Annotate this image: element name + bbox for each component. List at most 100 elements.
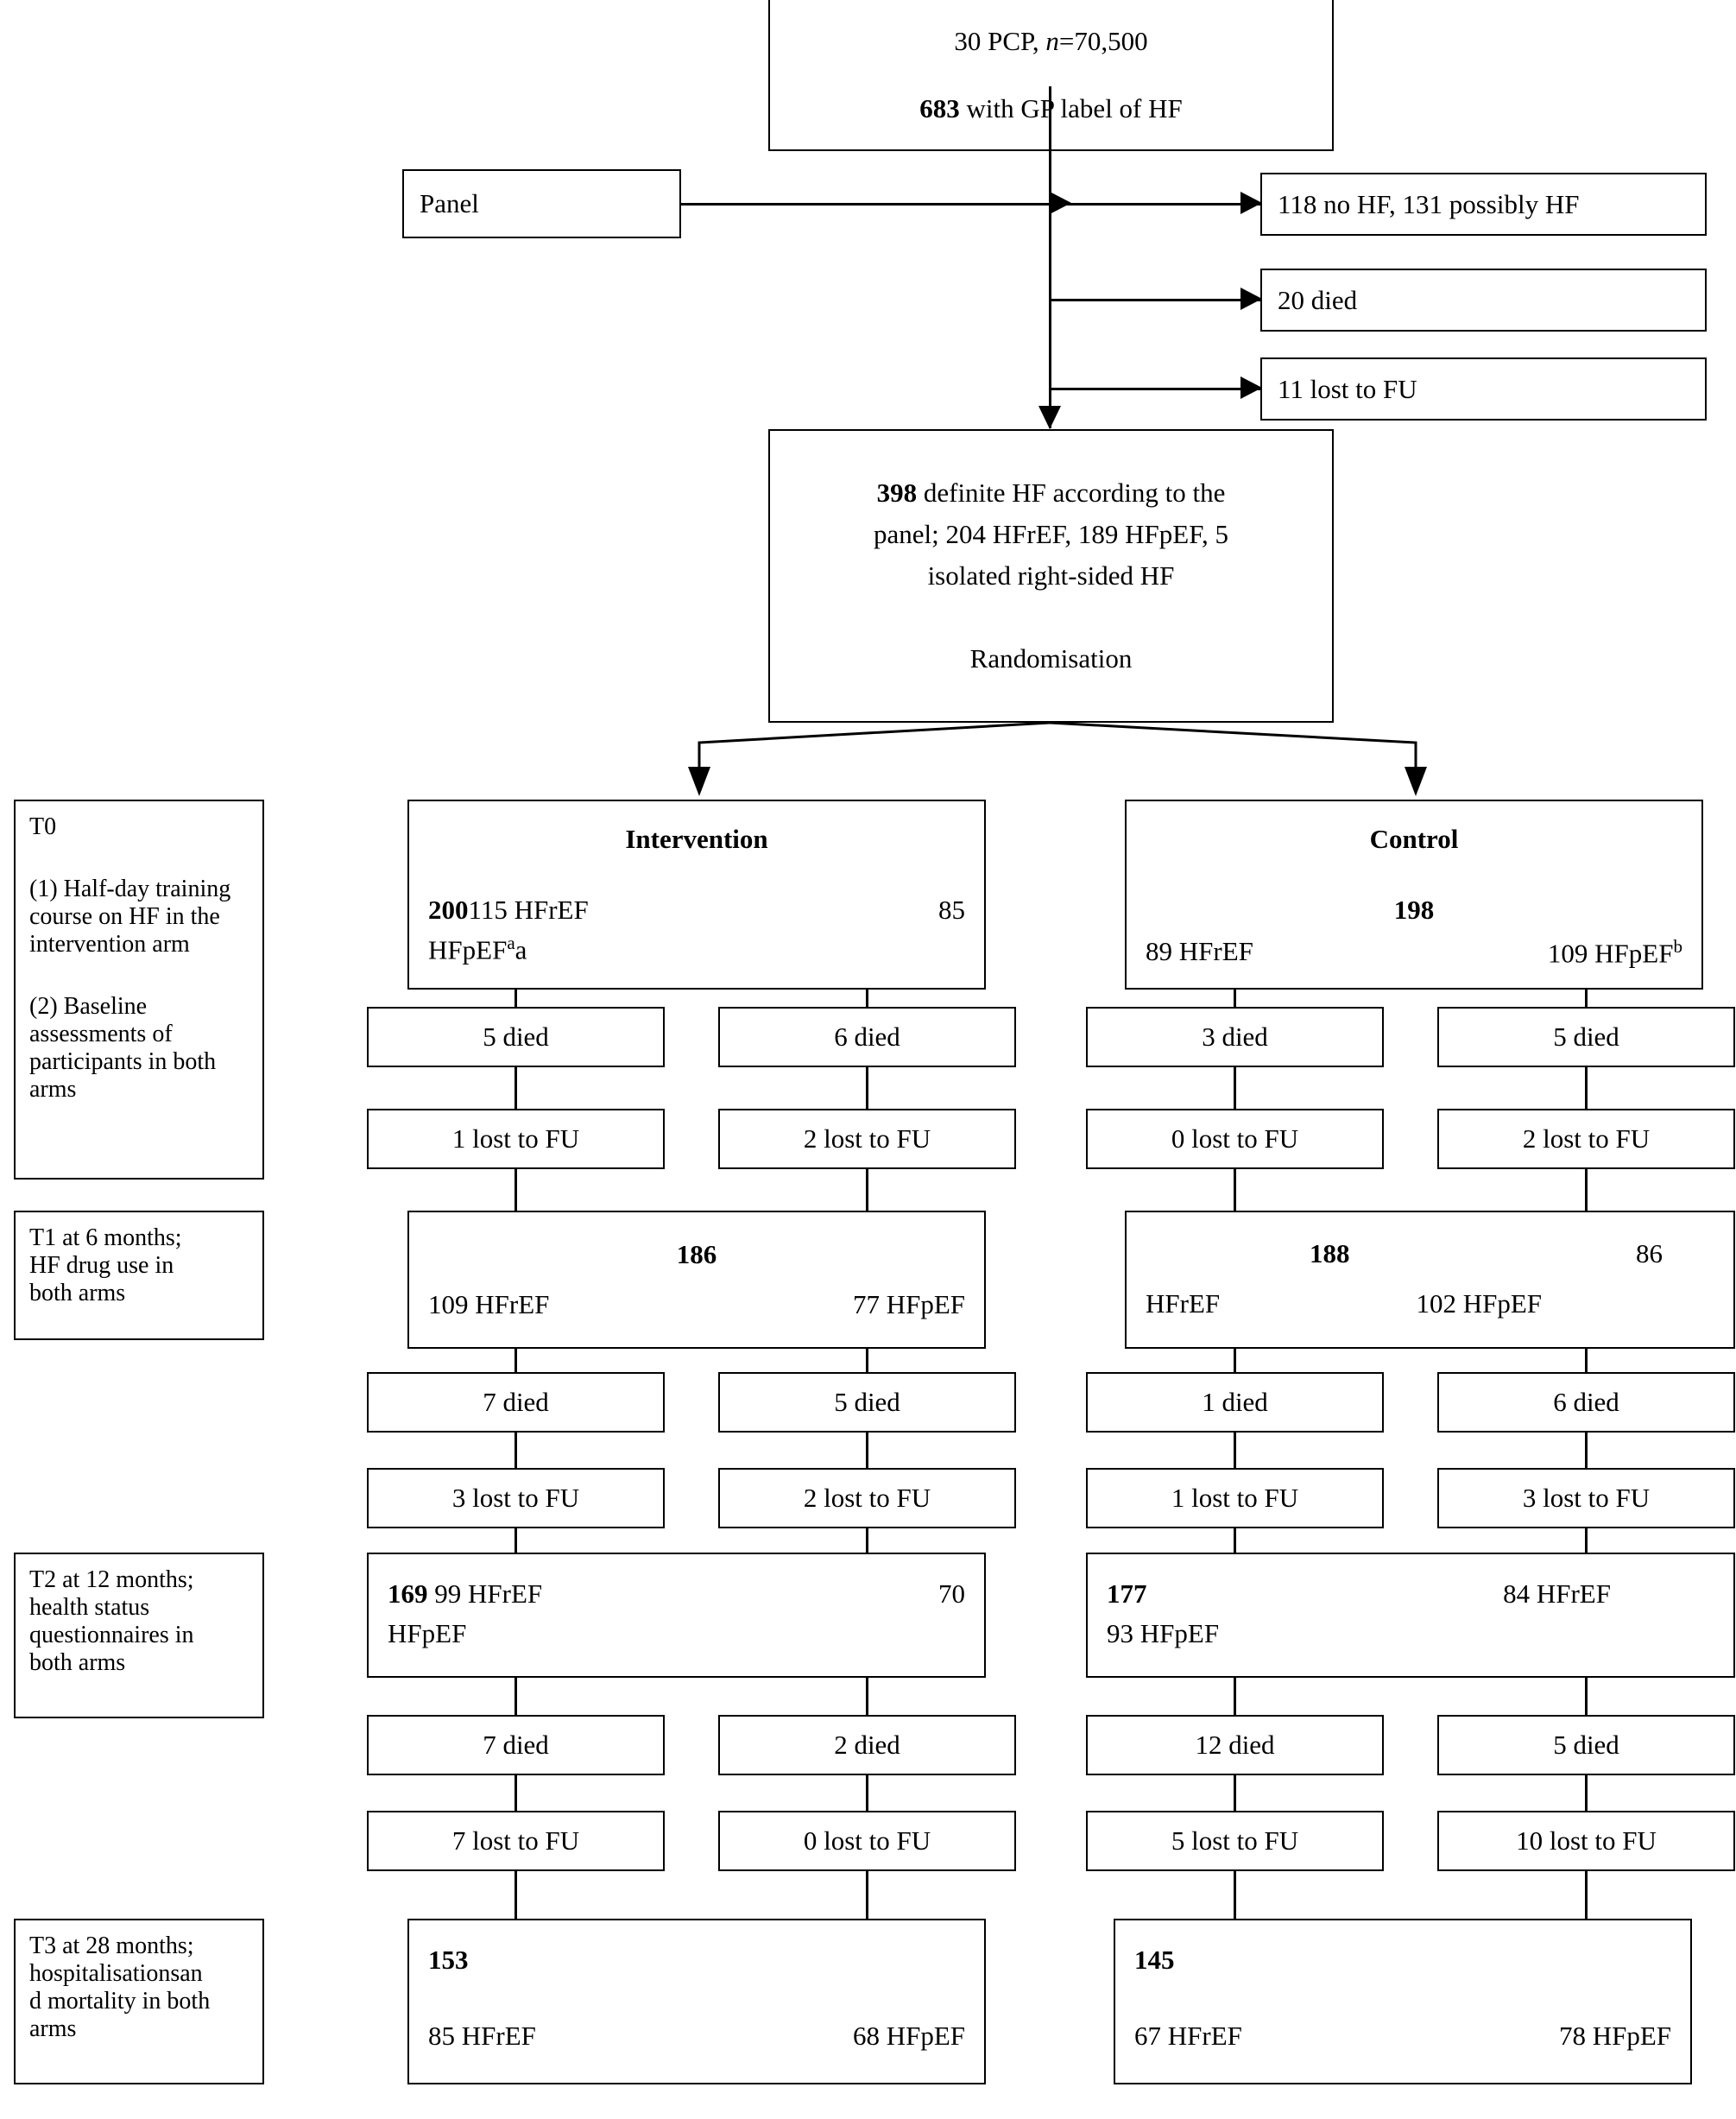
int-conn-l2 — [514, 1066, 517, 1110]
int-conn-l9 — [514, 1869, 517, 1920]
control-attr1-0: 3 died — [1202, 1022, 1268, 1052]
arrow-panel-into-trunk — [1050, 192, 1071, 214]
timepoint-t0-line-1: course on HF in the — [29, 903, 220, 930]
intervention-attr1-3: 2 lost to FU — [803, 1123, 931, 1154]
arrow-excl-1 — [1240, 288, 1262, 310]
intervention-lost-1-right: 2 lost to FU — [718, 1109, 1016, 1169]
intervention-t1-right: 77 HFpEF — [852, 1289, 965, 1319]
intervention-t3-box: 153 85 HFrEF 68 HFpEF — [407, 1919, 986, 2084]
intervention-t0-right: 85 — [938, 895, 965, 925]
ctl-conn-r5 — [1585, 1431, 1588, 1470]
timepoint-t0-line-4: (2) Baseline — [29, 993, 148, 1020]
timepoint-t1-line-0: HF drug use in — [29, 1252, 174, 1279]
definite-line-2: panel; 204 HFrEF, 189 HFpEF, 5 — [874, 519, 1228, 549]
intervention-t2-right: 70 — [938, 1578, 965, 1609]
trunk-to-excl-0 — [1049, 203, 1260, 206]
control-t0-box: Control 198 89 HFrEF 109 HFpEFb — [1125, 800, 1703, 990]
timepoint-t1-line-1: both arms — [29, 1280, 126, 1306]
control-lost-2-left: 1 lost to FU — [1086, 1468, 1384, 1528]
intervention-died-2-right: 5 died — [718, 1372, 1016, 1433]
intervention-t0-box: Intervention 200115 HFrEF 85 HFpEFaa — [407, 800, 986, 990]
exclusion-box-2: 11 lost to FU — [1260, 357, 1707, 421]
top-line1-prefix: 30 PCP, — [954, 25, 1046, 56]
intervention-lost-3-left: 7 lost to FU — [367, 1811, 665, 1871]
top-line1-suffix: =70,500 — [1058, 25, 1148, 56]
control-died-2-right: 6 died — [1437, 1372, 1735, 1433]
int-conn-r4 — [866, 1347, 868, 1374]
timepoint-t0-name: T0 — [29, 813, 57, 840]
timepoint-t2-line-0: health status — [29, 1594, 150, 1621]
control-lost-2-right: 3 lost to FU — [1437, 1468, 1735, 1528]
ctl-conn-l4 — [1234, 1347, 1236, 1374]
top-line1-italic: n — [1045, 25, 1059, 56]
panel-to-trunk — [681, 203, 1051, 206]
intervention-t3-left: 85 HFrEF — [428, 2021, 536, 2051]
ctl-conn-r2 — [1585, 1066, 1588, 1110]
definite-line-3: isolated right-sided HF — [927, 560, 1175, 591]
control-t1-row2: HFrEF 102 HFpEF — [1146, 1288, 1714, 1319]
intervention-attr2-1: 5 died — [834, 1387, 900, 1417]
int-conn-r2 — [866, 1066, 868, 1110]
exclusion-box-1: 20 died — [1260, 269, 1707, 332]
control-t3-bold: 145 — [1134, 1945, 1175, 1975]
control-t2-row1: 177 84 HFrEF — [1107, 1578, 1714, 1610]
intervention-attr2-0: 7 died — [483, 1387, 549, 1417]
intervention-t2-row1: 169 99 HFrEF 70 — [388, 1578, 965, 1610]
timepoint-t1-name: T1 at 6 months; — [29, 1224, 182, 1251]
intervention-t2-mid: 99 HFrEF — [434, 1578, 543, 1609]
int-conn-l6 — [514, 1527, 517, 1554]
intervention-attr1-1: 6 died — [834, 1022, 900, 1052]
ctl-conn-l1 — [1234, 990, 1236, 1009]
intervention-t1-bold: 186 — [676, 1239, 717, 1269]
intervention-t2-left: 169 99 HFrEF — [388, 1578, 542, 1610]
control-attr2-0: 1 died — [1202, 1387, 1268, 1417]
control-t0-right-sup: b — [1673, 936, 1682, 957]
intervention-t0-bold: 200 — [428, 895, 469, 925]
intervention-t0-second-tail: a — [514, 934, 527, 965]
int-conn-r3 — [866, 1167, 868, 1212]
top-line2-rest: with GP label of HF — [959, 92, 1183, 123]
intervention-t1-row: 109 HFrEF 77 HFpEF — [428, 1289, 965, 1320]
top-line-1: 30 PCP, n=70,500 — [954, 26, 1147, 57]
control-t3-right: 78 HFpEF — [1558, 2021, 1671, 2051]
int-conn-r5 — [866, 1431, 868, 1470]
intervention-attr3-2: 7 lost to FU — [451, 1825, 580, 1856]
control-t2-box: 177 84 HFrEF 93 HFpEF — [1086, 1553, 1735, 1678]
intervention-lost-1-left: 1 lost to FU — [367, 1109, 665, 1169]
control-attr3-1: 5 died — [1553, 1730, 1619, 1760]
exclusion-box-0: 118 no HF, 131 possibly HF — [1260, 173, 1707, 236]
intervention-lost-2-left: 3 lost to FU — [367, 1468, 665, 1528]
control-t1-left: HFrEF — [1146, 1288, 1221, 1319]
ctl-conn-l2 — [1234, 1066, 1236, 1110]
exclusion-label-0: 118 no HF, 131 possibly HF — [1278, 188, 1580, 219]
timepoint-t3-line-0: hospitalisationsan — [29, 1960, 203, 1987]
ctl-conn-r3 — [1585, 1167, 1588, 1212]
int-conn-r6 — [866, 1527, 868, 1554]
trunk-vertical — [1049, 86, 1051, 428]
arrow-excl-2 — [1240, 376, 1262, 399]
control-t2-right: 84 HFrEF — [1503, 1578, 1611, 1609]
ctl-conn-l8 — [1234, 1774, 1236, 1812]
control-attr3-3: 10 lost to FU — [1516, 1825, 1657, 1856]
intervention-died-3-right: 2 died — [718, 1715, 1016, 1775]
control-t0-bold: 198 — [1393, 895, 1435, 925]
intervention-t0-second-sup: a — [507, 933, 515, 953]
intervention-attr2-2: 3 lost to FU — [451, 1483, 580, 1513]
int-conn-r1 — [866, 990, 868, 1009]
timepoint-box-t3: T3 at 28 months; hospitalisationsan d mo… — [14, 1919, 264, 2084]
control-died-1-right: 5 died — [1437, 1007, 1735, 1067]
ctl-conn-l5 — [1234, 1431, 1236, 1470]
intervention-t0-left-text: 115 HFrEF — [468, 895, 589, 925]
timepoint-t3-line-2: arms — [29, 2015, 77, 2042]
intervention-lost-2-right: 2 lost to FU — [718, 1468, 1016, 1528]
definite-line1-rest: definite HF according to the — [917, 478, 1226, 508]
timepoint-box-t0: T0 (1) Half-day training course on HF in… — [14, 800, 264, 1180]
control-t1-tail: 86 — [1636, 1238, 1663, 1268]
control-died-2-left: 1 died — [1086, 1372, 1384, 1433]
intervention-t1-left: 109 HFrEF — [428, 1289, 550, 1319]
intervention-died-1-left: 5 died — [367, 1007, 665, 1067]
top-line-2: 683 with GP label of HF — [919, 93, 1183, 124]
intervention-t0-second: HFpEF — [428, 934, 508, 965]
control-t3-row: 67 HFrEF 78 HFpEF — [1134, 2021, 1671, 2052]
